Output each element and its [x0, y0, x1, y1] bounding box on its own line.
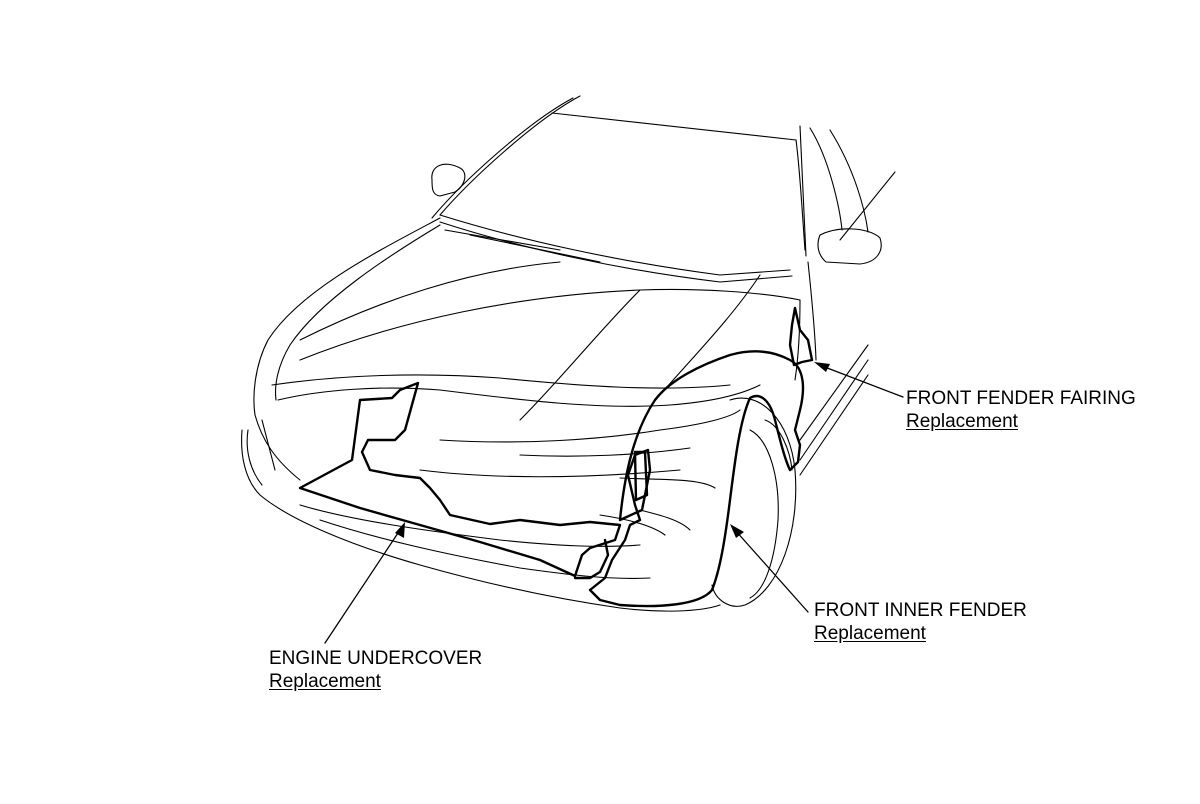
engine-undercover-outline — [298, 381, 622, 580]
inner-fender-arrowhead — [730, 524, 744, 538]
front-fender-fairing-outline — [788, 306, 814, 367]
fairing-leader-line — [821, 365, 904, 398]
engine-undercover-callout: ENGINE UNDERCOVER Replacement — [269, 647, 482, 693]
inner-fender-leader-line — [734, 529, 809, 613]
leader-lines — [324, 365, 904, 644]
engine-undercover-label: ENGINE UNDERCOVER — [269, 648, 483, 669]
undercover-leader-line — [324, 529, 401, 644]
undercover-arrowhead — [395, 522, 405, 538]
front-inner-fender-outline — [588, 350, 805, 608]
front-inner-fender-replacement-link[interactable]: Replacement — [814, 623, 926, 644]
front-fender-fairing-replacement-link[interactable]: Replacement — [906, 411, 1018, 432]
front-inner-fender-callout: FRONT INNER FENDER Replacement — [814, 599, 1027, 645]
front-fender-fairing-label: FRONT FENDER FAIRING — [906, 388, 1136, 409]
fairing-arrowhead — [814, 362, 830, 372]
engine-undercover-replacement-link[interactable]: Replacement — [269, 671, 381, 692]
leader-arrowheads — [395, 362, 830, 538]
car-body-outline — [241, 95, 896, 612]
front-inner-fender-label: FRONT INNER FENDER — [814, 600, 1027, 621]
front-fender-fairing-callout: FRONT FENDER FAIRING Replacement — [906, 387, 1136, 433]
